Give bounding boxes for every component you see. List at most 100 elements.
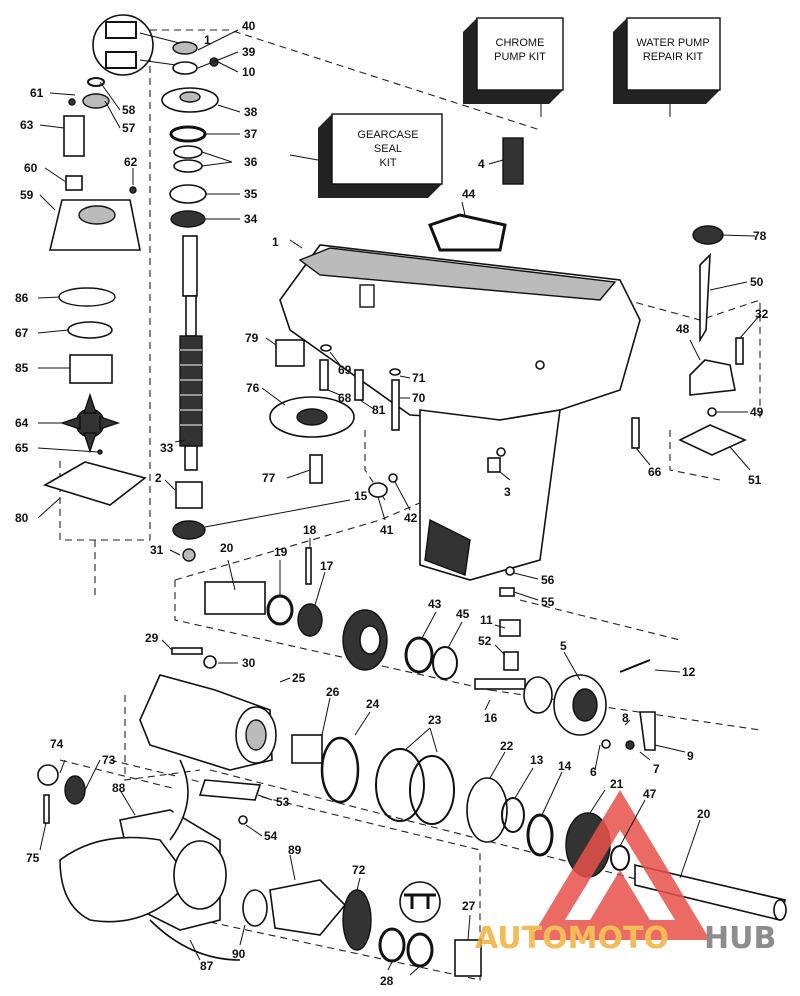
callout-72: 72: [352, 863, 366, 877]
callout-76: 76: [246, 381, 260, 395]
callout-8: 8: [622, 711, 629, 725]
callout-3: 3: [504, 485, 511, 499]
callout-87: 87: [200, 959, 214, 973]
callout-36: 36: [244, 155, 258, 169]
callout-80: 80: [15, 511, 29, 525]
callout-27: 27: [462, 899, 476, 913]
callout-65: 65: [15, 441, 29, 455]
callout-6: 6: [590, 765, 597, 779]
water-pump-repair-kit-box: WATER PUMP REPAIR KIT: [613, 17, 721, 117]
callout-74: 74: [50, 737, 64, 751]
propeller-assembly: [37, 759, 482, 977]
callout-58: 58: [122, 103, 136, 117]
callout-13: 13: [530, 753, 544, 767]
callout-38: 38: [244, 105, 258, 119]
callout-40: 40: [242, 19, 256, 33]
callout-2: 2: [155, 471, 162, 485]
callout-54: 54: [264, 829, 278, 843]
callout-89: 89: [288, 843, 302, 857]
callout-31: 31: [150, 543, 164, 557]
callout-52: 52: [478, 634, 492, 648]
callout-47: 47: [643, 787, 657, 801]
callout-9: 9: [687, 749, 694, 763]
callout-49: 49: [750, 405, 764, 419]
callout-66: 66: [648, 465, 662, 479]
callout-57: 57: [122, 121, 136, 135]
callout-20-upper: 20: [220, 541, 234, 555]
callout-70: 70: [412, 391, 426, 405]
callout-32: 32: [755, 307, 769, 321]
callout-39: 39: [242, 45, 256, 59]
callout-21: 21: [610, 777, 624, 791]
callout-43: 43: [428, 597, 442, 611]
gearcase-seal-kit-line3: KIT: [379, 157, 396, 169]
callout-17: 17: [320, 559, 334, 573]
callout-10: 10: [242, 65, 256, 79]
callout-18: 18: [303, 523, 317, 537]
bearing-carrier-row: [139, 647, 554, 857]
callout-numbers: 40 1 39 10 38 37 36 35 34 61 58 57 63 62…: [15, 19, 769, 988]
callout-75: 75: [26, 851, 40, 865]
callout-34: 34: [244, 212, 258, 226]
callout-56: 56: [541, 573, 555, 587]
water-pump-assembly: [43, 77, 147, 506]
callout-71: 71: [412, 371, 426, 385]
callout-41: 41: [380, 523, 394, 537]
callout-88: 88: [112, 781, 126, 795]
water-pump-kit-line1: WATER PUMP: [636, 37, 709, 49]
callout-48: 48: [676, 322, 690, 336]
watermark-text-automoto: AUTOMOTO: [475, 921, 669, 956]
callout-29: 29: [145, 631, 159, 645]
callout-90: 90: [232, 947, 246, 961]
chrome-pump-kit-line1: CHROME: [496, 37, 545, 49]
callout-81: 81: [372, 403, 386, 417]
callout-16: 16: [484, 711, 498, 725]
callout-5: 5: [560, 639, 567, 653]
callout-77: 77: [262, 471, 276, 485]
callout-25: 25: [292, 671, 306, 685]
callout-53: 53: [276, 795, 290, 809]
seal-detail-inset: [92, 14, 184, 76]
forward-gear-row: [204, 547, 656, 751]
callout-42: 42: [404, 511, 418, 525]
callout-1-housing: 1: [272, 235, 279, 249]
callout-28: 28: [380, 974, 394, 988]
callout-leaders: [37, 29, 761, 976]
callout-24: 24: [366, 697, 380, 711]
callout-26: 26: [326, 685, 340, 699]
callout-4: 4: [478, 157, 485, 171]
callout-61: 61: [30, 86, 44, 100]
gearcase-seal-kit-line1: GEARCASE: [357, 129, 418, 141]
callout-67: 67: [15, 326, 29, 340]
gearcase-seal-kit-box: GEARCASE SEAL KIT: [289, 113, 443, 198]
callout-86: 86: [15, 291, 29, 305]
callout-11: 11: [480, 613, 493, 627]
driveshaft-stack: [161, 41, 219, 562]
callout-20-lower: 20: [697, 807, 711, 821]
watermark-text-hub: HUB: [704, 921, 776, 956]
callout-73: 73: [102, 753, 116, 767]
callout-45: 45: [456, 607, 470, 621]
callout-69: 69: [338, 363, 352, 377]
callout-23: 23: [428, 713, 442, 727]
callout-37: 37: [244, 127, 258, 141]
callout-85: 85: [15, 361, 29, 375]
gearcase-center-parts: [269, 137, 524, 597]
callout-51: 51: [748, 473, 762, 487]
callout-14: 14: [558, 759, 572, 773]
gearcase-seal-kit-line2: SEAL: [374, 143, 402, 155]
callout-63: 63: [20, 118, 34, 132]
callout-50: 50: [750, 275, 764, 289]
callout-12: 12: [682, 665, 696, 679]
callout-44: 44: [462, 187, 476, 201]
callout-60: 60: [24, 161, 38, 175]
chrome-pump-kit-line2: PUMP KIT: [494, 51, 546, 63]
water-pump-kit-line2: REPAIR KIT: [643, 51, 704, 63]
callout-7: 7: [653, 762, 660, 776]
callout-55: 55: [541, 595, 555, 609]
callout-19: 19: [274, 545, 288, 559]
callout-62: 62: [124, 155, 138, 169]
callout-79: 79: [245, 331, 259, 345]
callout-1-top: 1: [204, 33, 211, 47]
